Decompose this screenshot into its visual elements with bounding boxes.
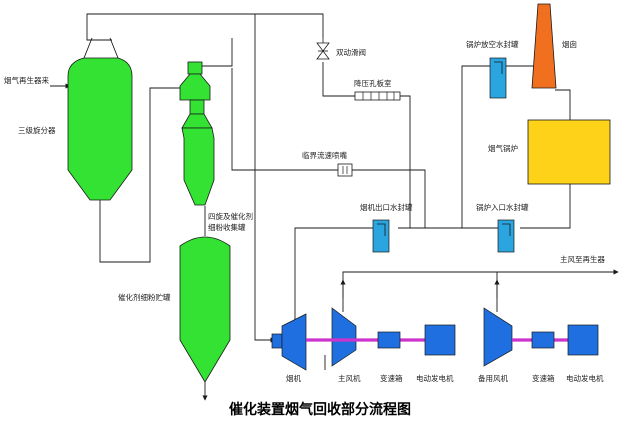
label-flue-gas-expander: 烟机: [286, 373, 301, 383]
label-fine-powder-collector: 细粉收集罐: [208, 222, 246, 232]
double-slide-valve-icon: [316, 38, 330, 60]
label-boiler-vent-water-seal: 锅炉放空水封罐: [466, 39, 519, 49]
motor-generator-2: [567, 324, 599, 356]
label-main-air-to-regenerator: 主风至再生器: [560, 254, 605, 264]
label-gearbox-1: 变速箱: [380, 373, 403, 383]
label-main-air-blower: 主风机: [338, 373, 361, 383]
main-air-blower: [331, 307, 357, 367]
label-standby-blower: 备用风机: [478, 373, 508, 383]
label-motor-generator-1: 电动发电机: [416, 373, 454, 383]
label-flue-gas-inlet: 烟气再生器来: [4, 75, 49, 85]
gearbox-2: [531, 331, 555, 349]
label-boiler-inlet-water-seal: 锅炉入口水封罐: [476, 202, 529, 212]
label-third-stage-separator: 三级旋分器: [18, 125, 56, 135]
boiler-vent-water-seal: [489, 57, 507, 99]
label-motor-generator-2: 电动发电机: [566, 373, 604, 383]
label-catalyst-fines-storage: 催化剂细粉贮罐: [118, 292, 171, 302]
gearbox-1: [377, 331, 401, 349]
label-expander-outlet-water-seal: 烟机出口水封罐: [360, 202, 413, 212]
label-waste-heat-boiler: 烟气锅炉: [488, 143, 518, 153]
fourth-stage-separator: [179, 61, 215, 206]
chimney-icon: [531, 3, 557, 89]
expander-outlet-water-seal: [372, 219, 390, 253]
waste-heat-boiler: [527, 119, 611, 185]
label-critical-flow-nozzle: 临界流速喷嘴: [302, 150, 347, 160]
boiler-inlet-water-seal: [497, 219, 515, 253]
label-double-slide-valve: 双动滑阀: [336, 47, 366, 57]
pipe-network: [50, 13, 619, 401]
label-pressure-reducing-orifice: 降压孔板室: [354, 78, 392, 88]
motor-generator-1: [424, 324, 456, 356]
standby-blower: [483, 307, 513, 367]
flue-gas-expander: [271, 313, 307, 371]
critical-flow-nozzle-icon: [337, 163, 353, 177]
pressure-reducing-orifice-icon: [354, 91, 401, 101]
diagram-title: 催化装置烟气回收部分流程图: [229, 401, 411, 418]
label-fourth-stage-separator: 四旋及催化剂: [208, 211, 253, 221]
third-stage-separator: [67, 57, 133, 201]
label-chimney: 烟囱: [562, 39, 577, 49]
label-gearbox-2: 变速箱: [532, 373, 555, 383]
catalyst-fines-storage: [179, 236, 231, 383]
